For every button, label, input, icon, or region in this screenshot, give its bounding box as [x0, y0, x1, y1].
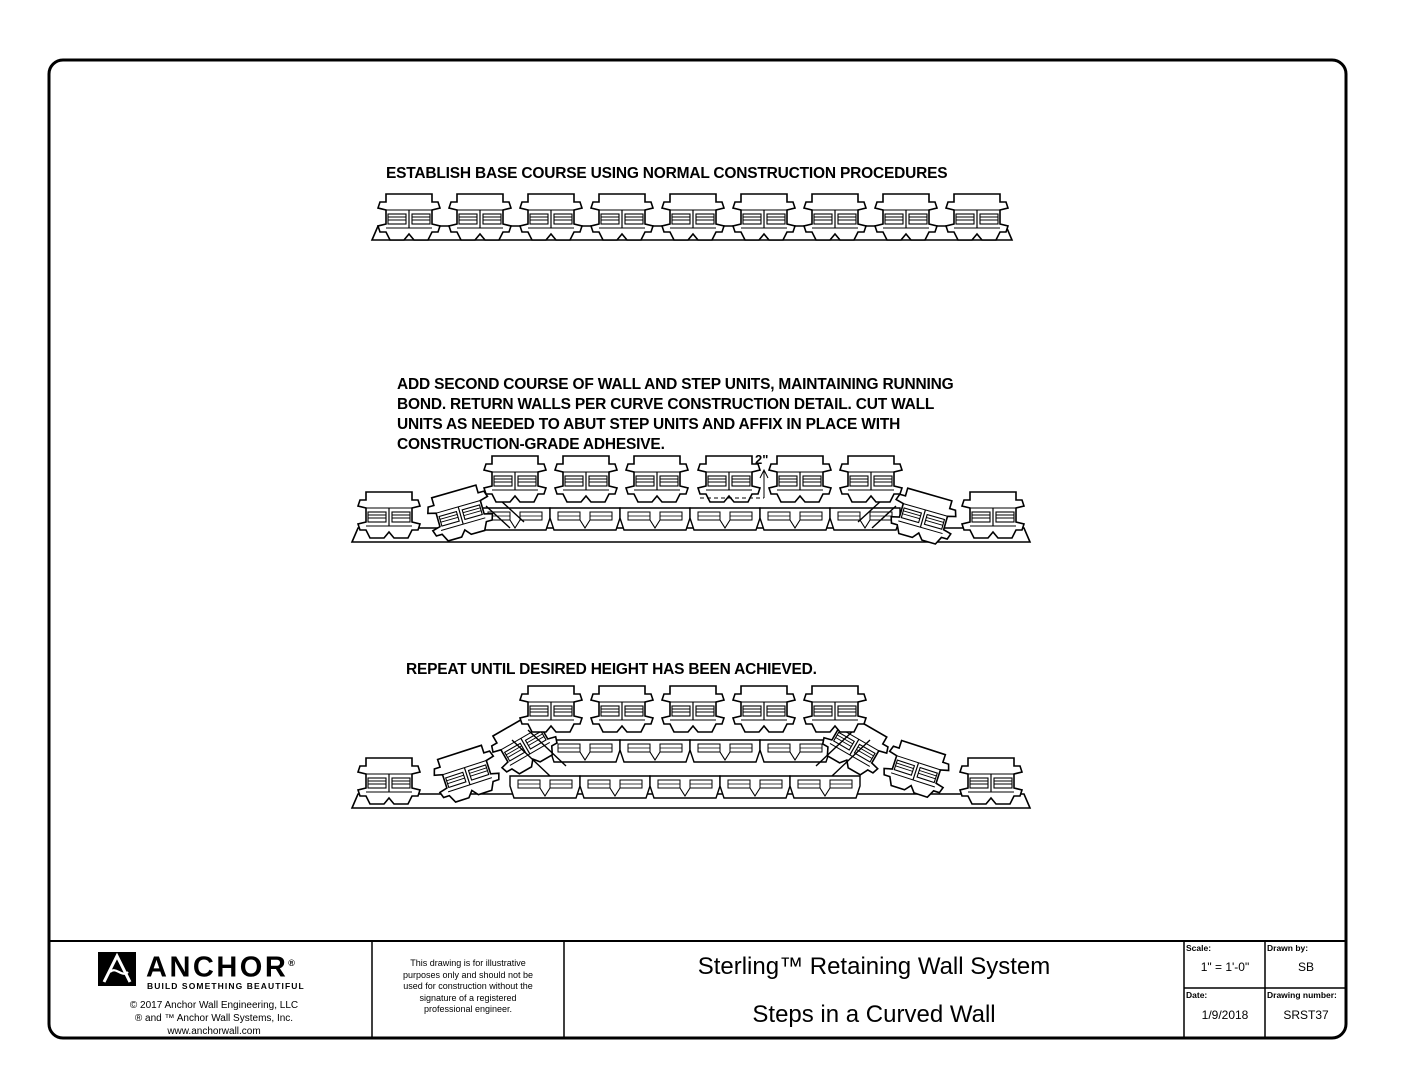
drawn-by-value: SB	[1297, 960, 1314, 974]
anchor-logo-icon	[98, 952, 136, 986]
drawing-number-value: SRST37	[1283, 1008, 1329, 1022]
step2-note-line: ADD SECOND COURSE OF WALL AND STEP UNITS…	[397, 376, 954, 393]
date-label: Date:	[1186, 990, 1208, 1000]
logo-tagline: BUILD SOMETHING BEAUTIFUL	[147, 981, 305, 991]
dimension-label: 2"	[755, 452, 769, 467]
step2-note: ADD SECOND COURSE OF WALL AND STEP UNITS…	[397, 375, 954, 455]
website-line: www.anchorwall.com	[167, 1026, 261, 1036]
drawing-number-label: Drawing number:	[1267, 990, 1337, 1000]
sheet-border	[47, 58, 1348, 1040]
title-block-grid	[49, 940, 1346, 1038]
base-course-diagram	[370, 193, 1014, 241]
drawn-by-label: Drawn by:	[1267, 943, 1309, 953]
second-course-diagram	[350, 455, 1032, 549]
step1-note: ESTABLISH BASE COURSE USING NORMAL CONST…	[386, 165, 948, 182]
finished-steps-diagram	[350, 685, 1032, 809]
drawing-subtitle: Steps in a Curved Wall	[752, 1001, 996, 1028]
step2-note-line: UNITS AS NEEDED TO ABUT STEP UNITS AND A…	[397, 416, 901, 433]
logo-wordmark: ANCHOR®	[146, 951, 295, 984]
step2-note-line: BOND. RETURN WALLS PER CURVE CONSTRUCTIO…	[397, 396, 935, 413]
scale-value: 1" = 1'-0"	[1200, 960, 1250, 974]
trademark-line: ® and ™ Anchor Wall Systems, Inc.	[134, 1013, 294, 1024]
disclaimer-text: This drawing is for illustrative purpose…	[402, 958, 534, 1014]
drawing-title: Sterling™ Retaining Wall System	[697, 953, 1051, 980]
step2-note-line: CONSTRUCTION-GRADE ADHESIVE.	[397, 436, 665, 453]
scale-label: Scale:	[1186, 943, 1212, 953]
step3-note: REPEAT UNTIL DESIRED HEIGHT HAS BEEN ACH…	[406, 661, 817, 678]
date-value: 1/9/2018	[1201, 1008, 1249, 1022]
copyright-line: © 2017 Anchor Wall Engineering, LLC	[129, 1000, 299, 1011]
